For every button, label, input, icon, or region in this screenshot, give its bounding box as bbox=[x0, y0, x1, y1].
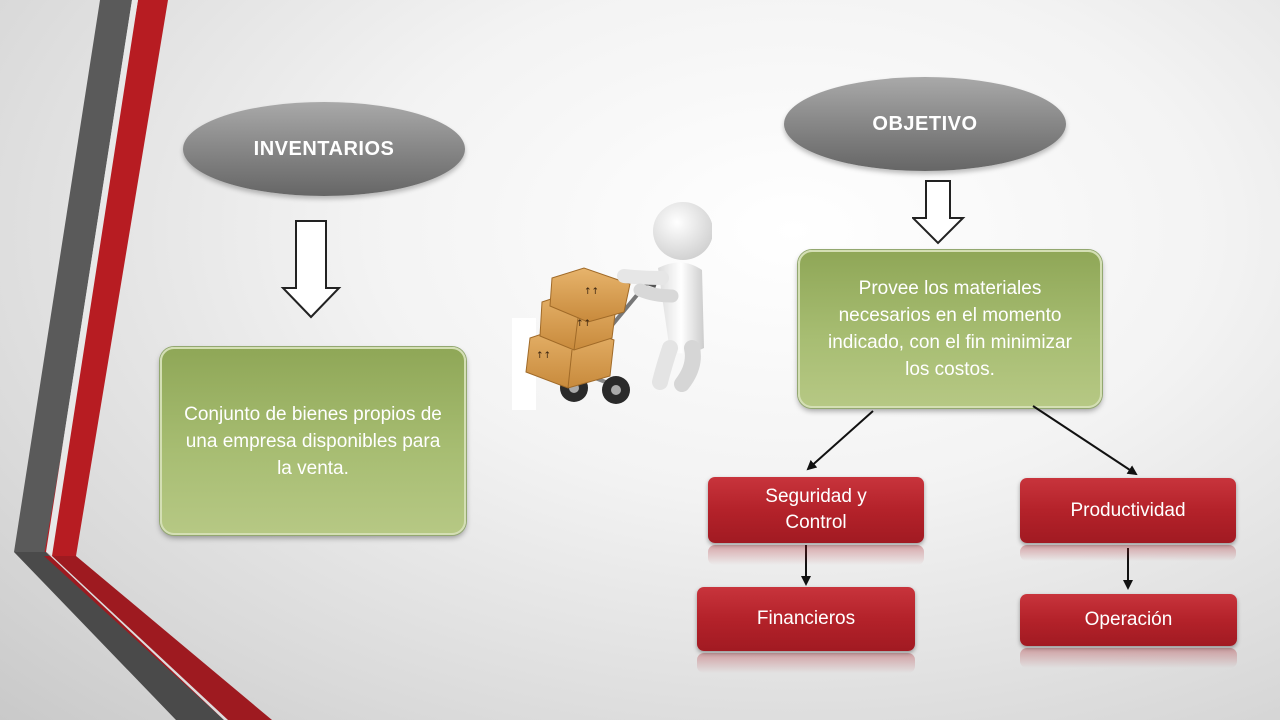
operacion-reflection bbox=[1020, 648, 1237, 668]
inventarios-definition-box: Conjunto de bienes propios de una empres… bbox=[160, 347, 466, 535]
inventarios-definition: Conjunto de bienes propios de una empres… bbox=[184, 403, 442, 479]
objetivo-definition-box: Provee los materiales necesarios en el m… bbox=[798, 250, 1102, 408]
seguridad-reflection bbox=[708, 545, 924, 565]
seguridad-label: Seguridad y Control bbox=[765, 486, 867, 533]
person-with-hand-truck-icon: ↑↑ ↑↑ ↑↑ bbox=[512, 202, 712, 410]
arrow-to-seguridad bbox=[806, 410, 874, 471]
svg-text:↑↑: ↑↑ bbox=[584, 287, 599, 297]
inventarios-oval: INVENTARIOS bbox=[183, 102, 465, 196]
arrow-to-productividad bbox=[1032, 405, 1138, 476]
inventarios-title: INVENTARIOS bbox=[253, 137, 395, 160]
objetivo-oval: OBJETIVO bbox=[784, 77, 1066, 171]
svg-text:↑↑: ↑↑ bbox=[576, 319, 591, 329]
objetivo-title: OBJETIVO bbox=[872, 112, 978, 135]
objetivo-definition: Provee los materiales necesarios en el m… bbox=[828, 278, 1072, 380]
productividad-label: Productividad bbox=[1070, 499, 1186, 521]
financieros-label: Financieros bbox=[756, 608, 856, 629]
svg-text:↑↑: ↑↑ bbox=[536, 351, 551, 361]
down-arrow-icon bbox=[280, 220, 342, 319]
down-arrow-icon bbox=[912, 180, 966, 245]
decorative-stripes bbox=[14, 0, 272, 720]
financieros-box: Financieros bbox=[697, 587, 915, 651]
seguridad-box: Seguridad y Control bbox=[708, 477, 924, 543]
productividad-box: Productividad bbox=[1020, 478, 1236, 543]
operacion-label: Operación bbox=[1084, 609, 1173, 630]
productividad-reflection bbox=[1020, 545, 1236, 561]
operacion-box: Operación bbox=[1020, 594, 1237, 646]
financieros-reflection bbox=[697, 653, 915, 673]
